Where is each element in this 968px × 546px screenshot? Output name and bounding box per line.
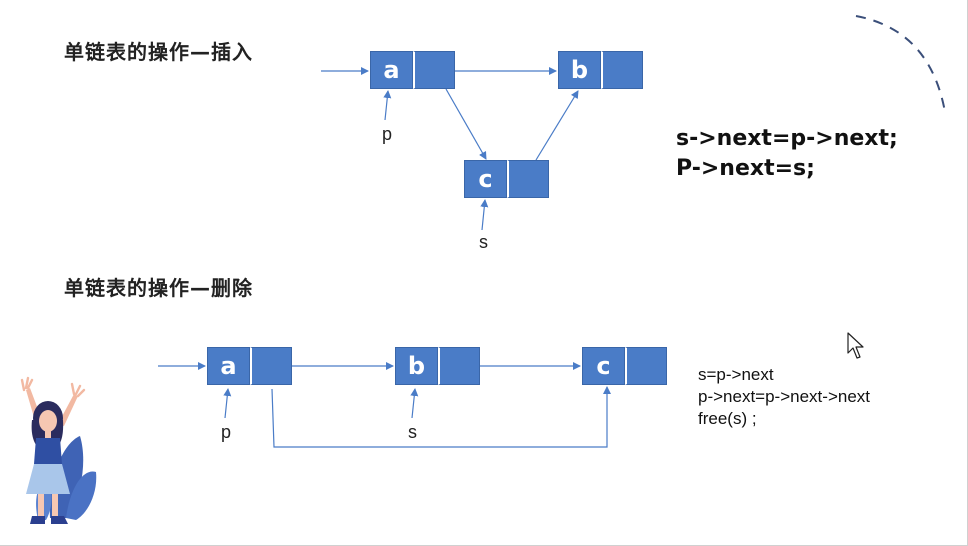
node-data: c — [582, 347, 625, 385]
insert-c-to-b-arrow — [535, 90, 579, 161]
node-pointer-field — [507, 160, 549, 198]
insert-node-c: c — [464, 160, 549, 198]
insert-p-pointer-arrow — [383, 90, 392, 121]
node-data: a — [207, 347, 250, 385]
code-line: free(s) ; — [698, 409, 757, 428]
insert-s-pointer-arrow — [480, 199, 489, 231]
code-line: p->next=p->next->next — [698, 387, 871, 406]
code-line: s->next=p->next; — [676, 126, 898, 151]
code-line: P->next=s; — [676, 156, 815, 181]
insert-title: 单链表的操作—插入 — [64, 40, 253, 64]
delete-node-c: c — [582, 347, 667, 385]
delete-p-pointer-arrow — [223, 388, 232, 419]
node-pointer-field — [601, 51, 643, 89]
cheering-woman-illustration — [20, 376, 97, 524]
insert-label-p: p — [382, 124, 393, 144]
decorative-dashed-arc — [855, 15, 946, 113]
node-pointer-field — [625, 347, 667, 385]
delete-s-pointer-arrow — [410, 388, 419, 419]
delete-label-p: p — [221, 422, 232, 442]
node-data: b — [558, 51, 601, 89]
insert-label-s: s — [479, 232, 488, 252]
node-data: a — [370, 51, 413, 89]
delete-node-a: a — [207, 347, 292, 385]
delete-title: 单链表的操作—删除 — [64, 276, 253, 300]
delete-code: s=p->next p->next=p->next->next free(s) … — [698, 364, 870, 430]
code-line: s=p->next — [698, 365, 774, 384]
delete-node-b: b — [395, 347, 480, 385]
mouse-cursor-icon — [847, 332, 864, 359]
delete-bypass-arrow — [271, 386, 611, 448]
insert-code: s->next=p->next; P->next=s; — [676, 124, 898, 184]
insert-node-a: a — [370, 51, 455, 89]
delete-label-s: s — [408, 422, 417, 442]
node-pointer-field — [250, 347, 292, 385]
node-pointer-field — [438, 347, 480, 385]
insert-node-b: b — [558, 51, 643, 89]
node-data: c — [464, 160, 507, 198]
insert-a-to-c-arrow — [445, 88, 487, 160]
node-data: b — [395, 347, 438, 385]
node-pointer-field — [413, 51, 455, 89]
